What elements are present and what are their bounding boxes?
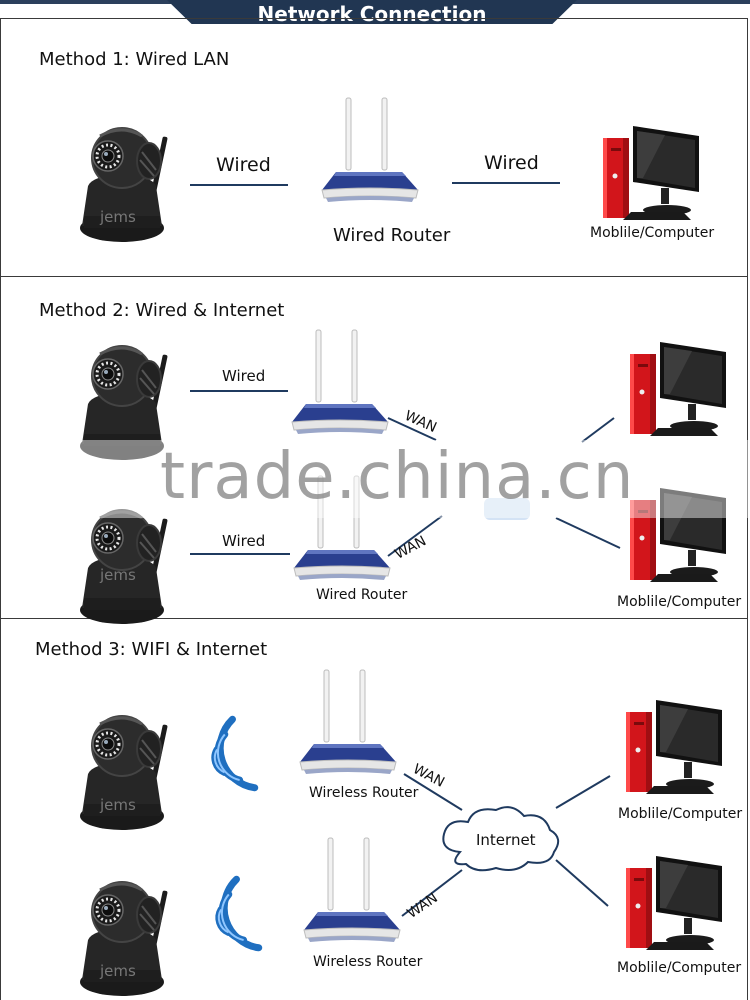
device-label: Moblile/Computer bbox=[617, 960, 742, 976]
wired-router-m2-top bbox=[291, 329, 389, 435]
wan-link-m2-top bbox=[387, 417, 437, 441]
device-link-m2-bottom bbox=[555, 517, 621, 549]
camera-brand-label: jems bbox=[100, 208, 136, 226]
watermark: trade.china.cn bbox=[160, 440, 635, 514]
page-title: Network Connection bbox=[257, 2, 487, 26]
computer-m3-top bbox=[626, 700, 722, 794]
router-label: Wireless Router bbox=[313, 954, 423, 970]
wan-link-m3-bottom bbox=[401, 869, 463, 917]
device-label: Moblile/Computer bbox=[617, 594, 742, 610]
method-3-title: Method 3: WIFI & Internet bbox=[35, 639, 268, 660]
computer-m1 bbox=[603, 126, 699, 220]
wifi-signal-icon-m3-bottom bbox=[215, 879, 259, 954]
wired-link-label: Wired bbox=[216, 154, 271, 176]
cloud-fragment-m2 bbox=[484, 498, 530, 520]
wired-router-m1 bbox=[321, 97, 419, 203]
camera-brand-label: jems bbox=[100, 796, 136, 814]
device-label: Moblile/Computer bbox=[590, 225, 715, 241]
wired-link-label: Wired bbox=[222, 532, 266, 550]
device-label: Moblile/Computer bbox=[618, 806, 743, 822]
wired-link-label: Wired bbox=[484, 152, 539, 174]
computer-m3-bottom bbox=[626, 856, 722, 950]
wireless-router-m3-bottom bbox=[303, 837, 401, 943]
device-link-m3-bottom bbox=[555, 859, 609, 907]
method-1-title: Method 1: Wired LAN bbox=[39, 49, 230, 70]
header-tab bbox=[167, 0, 577, 24]
method-2-title: Method 2: Wired & Internet bbox=[39, 300, 285, 321]
router-label: Wireless Router bbox=[309, 785, 419, 801]
wan-link-m3-top bbox=[403, 773, 463, 811]
wireless-router-m3-top bbox=[299, 669, 397, 775]
device-link-m3-top bbox=[555, 775, 611, 809]
watermark-band bbox=[60, 440, 750, 518]
wifi-signal-icon-m3-top bbox=[211, 719, 255, 794]
method-3-panel bbox=[0, 618, 748, 1000]
router-label: Wired Router bbox=[333, 225, 451, 246]
device-link-m2-top bbox=[581, 417, 615, 443]
router-label: Wired Router bbox=[316, 587, 408, 603]
camera-brand-label: jems bbox=[100, 566, 136, 584]
wan-link-m2-bottom bbox=[387, 515, 443, 557]
camera-brand-label: jems bbox=[100, 962, 136, 980]
internet-label: Internet bbox=[476, 831, 536, 849]
wired-link-label: Wired bbox=[222, 367, 266, 385]
computer-m2-top bbox=[630, 342, 726, 436]
